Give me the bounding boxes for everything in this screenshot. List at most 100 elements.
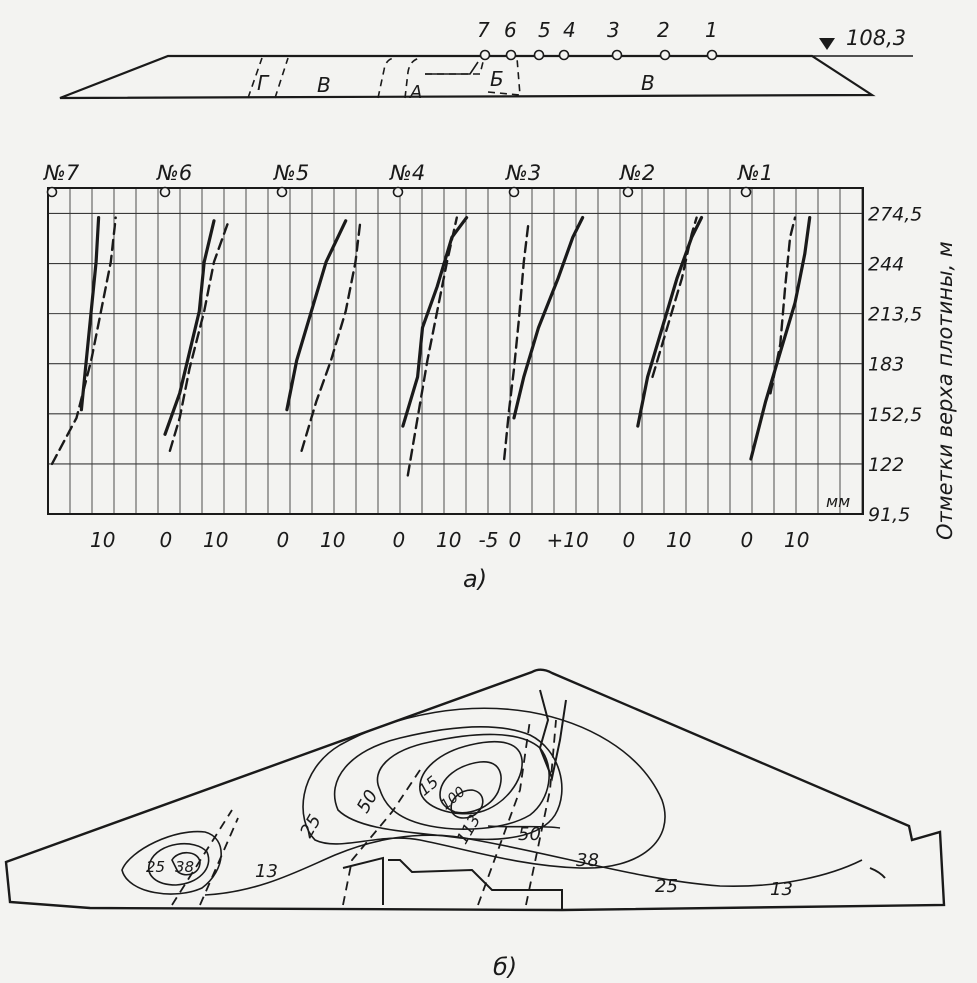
dam-outline (59, 54, 876, 100)
series-line-solid (749, 216, 812, 461)
gauge-header-label: №3 (505, 161, 541, 185)
zone-label-a: А (409, 82, 422, 103)
contour-label-25-left: 25 (146, 858, 165, 876)
contour-label-25-top: 25 (296, 811, 326, 841)
gauge-header-label: №2 (619, 161, 655, 185)
contour-label-50-right: 50 (518, 824, 541, 845)
gauge-point-3 (611, 49, 623, 61)
dam-section: Г В А Б В 7 6 5 4 3 2 1 108,3 (59, 18, 913, 103)
gauge-header-label: №7 (43, 161, 80, 185)
gauge-header-label: №6 (156, 161, 192, 185)
gauge-point-4 (558, 49, 570, 61)
gauge-marker (276, 186, 288, 198)
zone-label-b: Б (490, 67, 504, 91)
x-tick-label: -5 (479, 528, 499, 552)
contour-section: 25 38 13 25 50 15 100 113 50 38 25 13 б) (4, 668, 946, 981)
series-line-dashed (168, 219, 230, 452)
panel-label-a: а) (463, 565, 487, 593)
x-tick-label: 0 (393, 528, 406, 552)
contour-line-38-left (171, 851, 201, 876)
contour-label-100: 100 (438, 784, 469, 813)
chart-frame (47, 187, 864, 515)
contour-line-38-main (333, 726, 563, 841)
point-label-1: 1 (705, 18, 718, 42)
gauge-header-label: №5 (273, 161, 309, 185)
series-line-solid (79, 216, 101, 412)
x-tick-label: 0 (277, 528, 290, 552)
x-tick-label: 0 (160, 528, 173, 552)
contour-line-113-main (450, 789, 484, 819)
contour-label-15: 15 (414, 772, 442, 800)
contour-line-75-main (419, 740, 523, 815)
water-level-mark: 108,3 (812, 26, 913, 57)
y-tick-label: 244 (868, 254, 904, 276)
dam-profile-outline (4, 668, 946, 912)
gauge-marker (392, 186, 404, 198)
y-tick-label: 274,5 (868, 203, 922, 225)
water-level-triangle-icon (819, 38, 835, 50)
point-label-2: 2 (657, 18, 670, 42)
x-tick-label: 0 (623, 528, 636, 552)
y-tick-label: 152,5 (868, 404, 922, 426)
y-tick-label: 213,5 (868, 304, 922, 326)
zone-boundaries-lower (171, 719, 557, 906)
y-axis-label: Отметки верха плотины, м (933, 241, 957, 540)
gauge-marker (622, 186, 634, 198)
x-tick-label: 0 (741, 528, 754, 552)
gauge-marker (508, 186, 520, 198)
contour-labels: 25 38 13 25 50 15 100 113 50 38 25 13 (146, 772, 793, 900)
contour-label-38-left: 38 (175, 858, 194, 876)
contour-line-25-left (148, 843, 210, 886)
contour-line-13-main (204, 834, 863, 896)
series-line-dashed (651, 216, 698, 379)
gauge-header-label: №4 (389, 161, 425, 185)
x-tick-label: 0 (509, 528, 522, 552)
point-label-5: 5 (538, 18, 551, 42)
gauge-point-7 (479, 49, 491, 61)
x-tick-label: 10 (320, 528, 345, 552)
point-label-7: 7 (477, 18, 490, 42)
gauge-marker (46, 186, 58, 198)
y-tick-label: 183 (868, 354, 904, 376)
contour-line-50-main (376, 733, 550, 830)
zone-label-v-right: В (641, 71, 655, 95)
contour-line-100-main (439, 761, 502, 814)
contour-label-50-top: 50 (353, 786, 383, 816)
zone-label-v-left: В (317, 73, 331, 97)
series-line-solid (512, 216, 585, 420)
chart-grid (48, 188, 863, 515)
gauge-points: 7 6 5 4 3 2 1 (477, 18, 718, 61)
y-tick-label: 91,5 (868, 504, 910, 526)
contour-label-13-left: 13 (255, 861, 278, 882)
contour-lines (121, 707, 863, 896)
series-line-dashed (300, 219, 362, 452)
gauge-point-2 (659, 49, 671, 61)
panel-label-b: б) (493, 953, 517, 981)
x-tick-label: 10 (784, 528, 809, 552)
gauge-marker (159, 186, 171, 198)
water-level-value: 108,3 (846, 26, 906, 50)
series-line-solid (163, 219, 216, 436)
stray-mark (869, 867, 886, 879)
series-line-dashed (769, 216, 797, 395)
foundation-step (342, 856, 563, 910)
contour-label-38-right: 38 (576, 850, 599, 871)
gauge-point-5 (533, 49, 545, 61)
x-tick-label: 10 (436, 528, 461, 552)
series-line-dashed (503, 219, 530, 461)
contour-label-13-right: 13 (770, 879, 793, 900)
series-line-dashed (50, 216, 117, 466)
point-label-4: 4 (563, 18, 576, 42)
core-boundary (425, 57, 521, 96)
series-line-dashed (406, 216, 458, 477)
gauge-marker (740, 186, 752, 198)
series-line-solid (636, 216, 704, 428)
x-tick-label: 10 (90, 528, 115, 552)
x-tick-label: +10 (547, 528, 589, 552)
contour-line-13-left (121, 830, 222, 895)
